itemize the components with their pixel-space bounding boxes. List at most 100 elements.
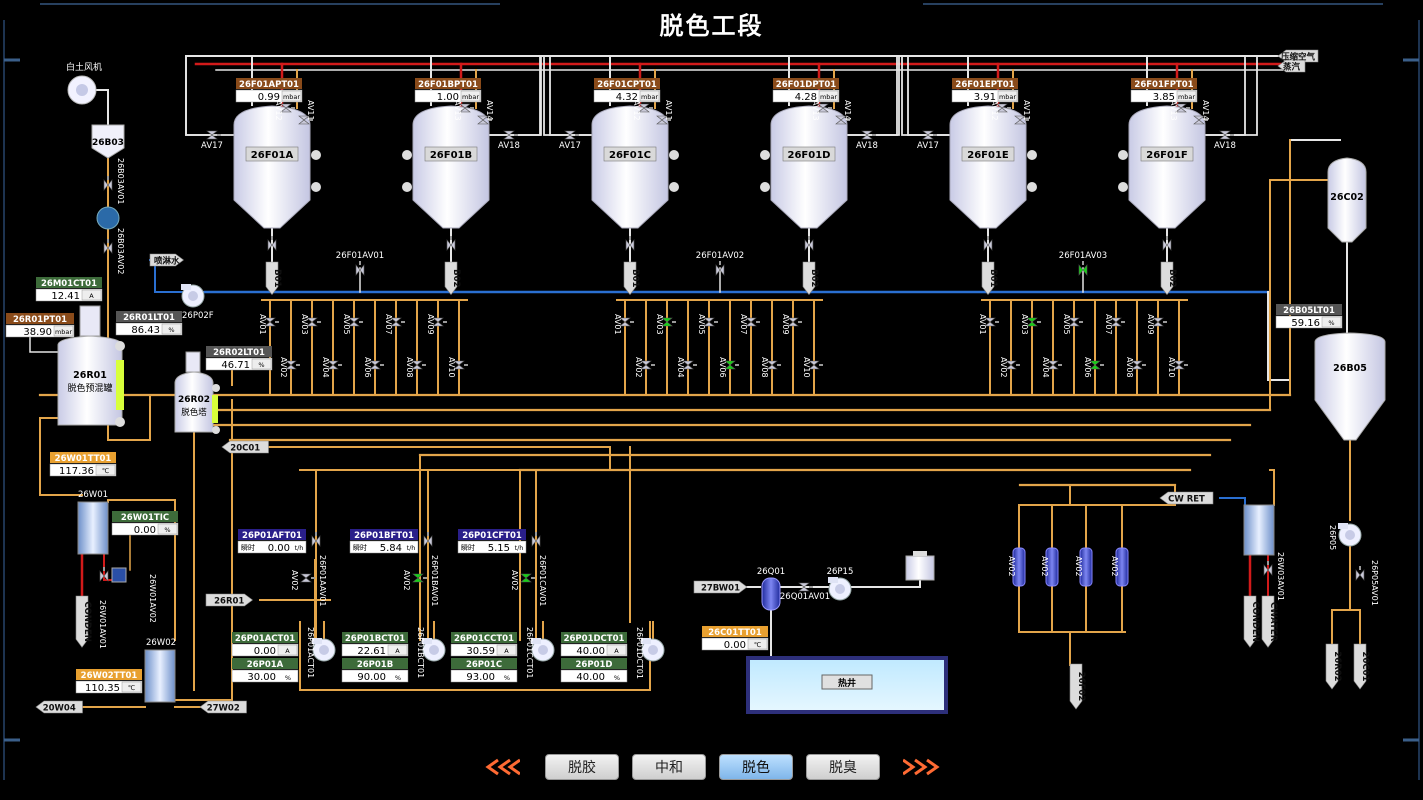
manifold-valve-icon[interactable] [453,360,468,370]
heat-exchanger-26w02[interactable] [144,649,176,703]
side-valve-icon[interactable] [861,130,876,140]
tank-26f01d[interactable] [760,105,848,229]
vent-valve-icon[interactable] [298,115,313,125]
tab-degumming[interactable]: 脱胶 [545,754,619,780]
manifold-valve-icon[interactable] [1110,317,1125,327]
flow-valve-icon[interactable] [311,532,321,547]
manifold-valve-icon[interactable] [1005,360,1020,370]
manifold-valve-icon[interactable] [682,360,697,370]
filter-icon[interactable] [1115,547,1129,587]
tank-26f01c[interactable] [591,105,679,229]
pump-26p01a-icon[interactable] [312,638,336,662]
bottom-valve-icon[interactable] [983,236,993,251]
flow-valve-icon[interactable] [531,532,541,547]
vent-valve-icon[interactable] [996,103,1011,113]
header-valve-icon[interactable] [1078,261,1088,276]
tank-26f01e[interactable] [949,105,1037,229]
manifold-valve-icon[interactable] [640,360,655,370]
vent-valve-icon[interactable] [817,103,832,113]
manifold-valve-icon[interactable] [724,360,739,370]
manifold-valve-icon[interactable] [348,317,363,327]
pump-26p02f-icon[interactable] [181,284,205,308]
tank-26f01a[interactable] [233,105,321,229]
vent-valve-icon[interactable] [1175,103,1190,113]
header-valve-icon[interactable] [355,261,365,276]
tank-26f01f[interactable] [1118,105,1206,229]
heat-exchanger-26w03[interactable] [1243,504,1275,556]
manifold-valve-icon[interactable] [1131,360,1146,370]
manifold-valve-icon[interactable] [390,317,405,327]
flow-valve-icon[interactable] [423,532,433,547]
pump-26p01c-icon[interactable] [531,638,555,662]
side-valve-icon[interactable] [564,130,579,140]
cyclone-26c02[interactable] [1327,157,1367,243]
vent-valve-icon[interactable] [638,103,653,113]
vent-valve-icon[interactable] [1193,115,1208,125]
manifold-valve-icon[interactable] [984,317,999,327]
valve-icon[interactable] [1355,566,1365,581]
hopper-valve-icon[interactable] [103,239,113,254]
manifold-valve-icon[interactable] [703,317,718,327]
manifold-valve-icon[interactable] [327,360,342,370]
filter-icon[interactable] [1045,547,1059,587]
vent-valve-icon[interactable] [477,115,492,125]
vent-valve-icon[interactable] [656,115,671,125]
valve-icon[interactable] [1263,561,1273,576]
vent-valve-icon[interactable] [1014,115,1029,125]
side-valve-icon[interactable] [922,130,937,140]
bottom-valve-icon[interactable] [1162,236,1172,251]
tab-neutralization[interactable]: 中和 [632,754,706,780]
bottom-valve-icon[interactable] [804,236,814,251]
side-valve-icon[interactable] [1219,130,1234,140]
nav-prev-icon[interactable] [480,758,520,776]
bleaching-tower-26r02[interactable] [174,351,220,434]
manifold-valve-icon[interactable] [432,317,447,327]
manifold-valve-icon[interactable] [264,317,279,327]
manifold-valve-icon[interactable] [306,317,321,327]
manifold-valve-icon[interactable] [411,360,426,370]
side-valve-icon[interactable] [206,130,221,140]
tank-26f01b[interactable] [402,105,490,229]
manifold-valve-icon[interactable] [285,360,300,370]
premix-tank-26r01[interactable] [57,305,125,427]
side-valve-icon[interactable] [503,130,518,140]
heat-exchanger-26w01[interactable] [77,501,127,583]
manifold-valve-icon[interactable] [619,317,634,327]
steam-valve-icon[interactable] [99,567,109,582]
vent-valve-icon[interactable] [459,103,474,113]
vent-valve-icon[interactable] [280,103,295,113]
filter-icon[interactable] [1079,547,1093,587]
manifold-valve-icon[interactable] [1047,360,1062,370]
control-valve-icon[interactable] [300,573,315,583]
tab-deodorization[interactable]: 脱臭 [806,754,880,780]
vent-valve-icon[interactable] [835,115,850,125]
hopper-valve-icon[interactable] [103,176,113,191]
control-valve-icon[interactable] [412,573,427,583]
manifold-valve-icon[interactable] [369,360,384,370]
pump-26p01b-icon[interactable] [422,638,446,662]
manifold-valve-icon[interactable] [745,317,760,327]
bottom-valve-icon[interactable] [446,236,456,251]
clay-fan[interactable] [67,75,125,230]
manifold-valve-icon[interactable] [661,317,676,327]
control-valve-icon[interactable] [520,573,535,583]
bottom-valve-icon[interactable] [625,236,635,251]
manifold-valve-icon[interactable] [766,360,781,370]
bin-26b05[interactable] [1314,332,1386,441]
filter-icon[interactable] [1012,547,1026,587]
pump-26p05-icon[interactable] [1338,523,1362,547]
manifold-valve-icon[interactable] [808,360,823,370]
manifold-valve-icon[interactable] [787,317,802,327]
pump-26p01d-icon[interactable] [641,638,665,662]
manifold-valve-icon[interactable] [1068,317,1083,327]
pump-26p15-icon[interactable] [828,577,852,601]
tab-bleaching[interactable]: 脱色 [719,754,793,780]
manifold-valve-icon[interactable] [1026,317,1041,327]
manifold-valve-icon[interactable] [1173,360,1188,370]
hotwell-valve-icon[interactable] [798,582,813,592]
header-valve-icon[interactable] [715,261,725,276]
manifold-valve-icon[interactable] [1152,317,1167,327]
manifold-valve-icon[interactable] [1089,360,1104,370]
nav-next-icon[interactable] [903,758,943,776]
bottom-valve-icon[interactable] [267,236,277,251]
